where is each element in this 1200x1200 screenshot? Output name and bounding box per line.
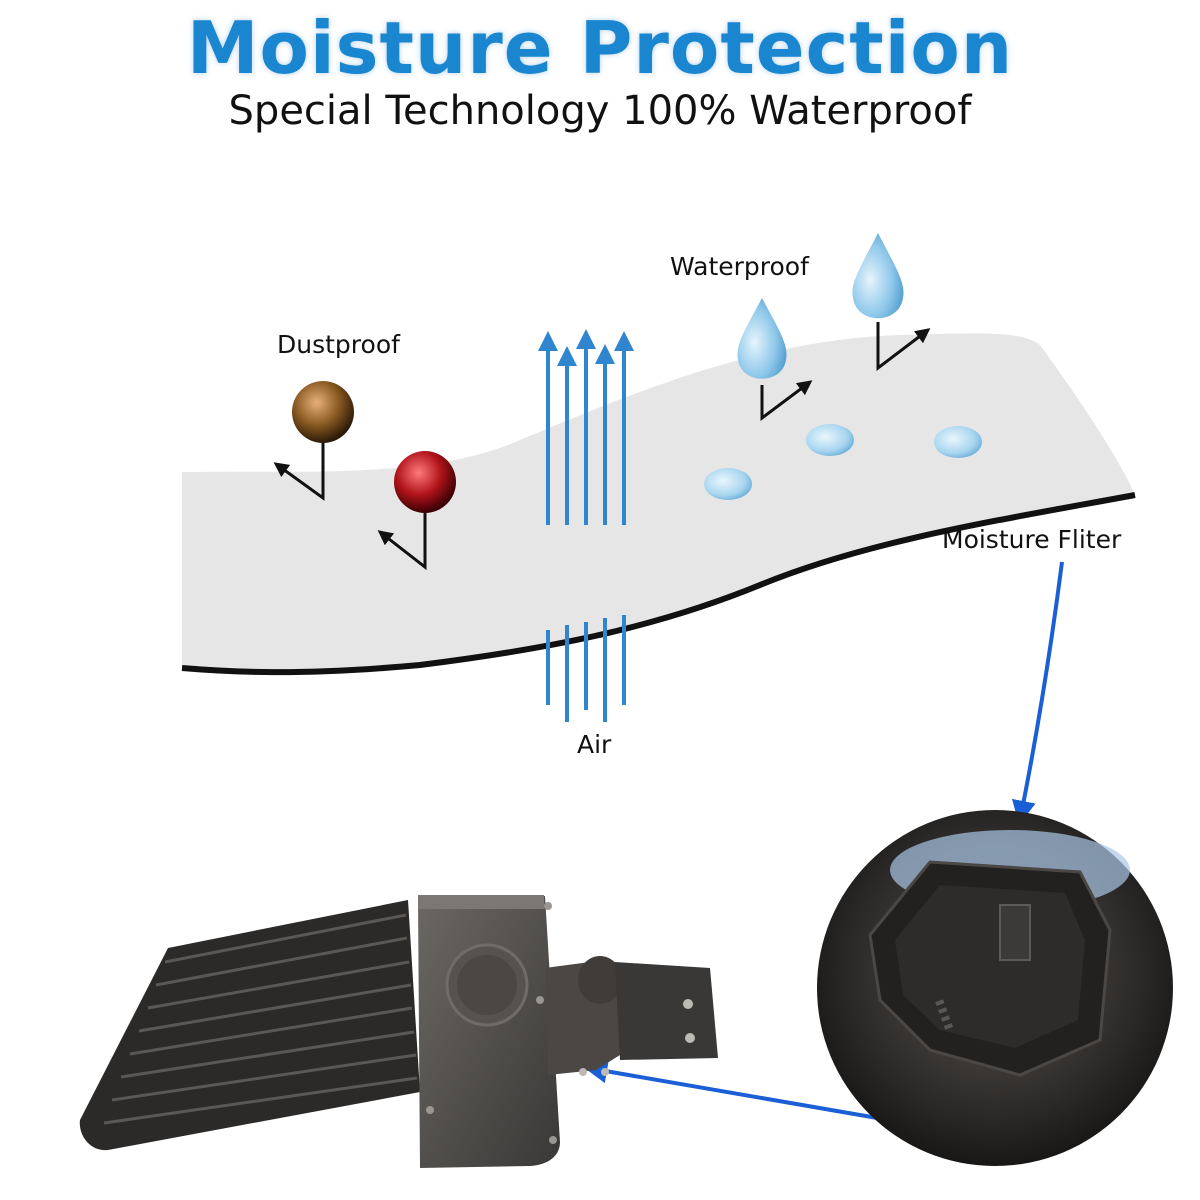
page-title: Moisture Protection xyxy=(186,6,1014,90)
callout-arrow-filter xyxy=(1011,561,1064,825)
label-moisture-filter: Moisture Fliter xyxy=(942,525,1122,554)
deflect-arrow-icon xyxy=(273,443,325,501)
filter-membrane xyxy=(181,333,1136,676)
dust-particle-icon xyxy=(292,381,354,443)
deflect-arrow-icon xyxy=(760,380,813,421)
page-subtitle: Special Technology 100% Waterproof xyxy=(228,88,972,134)
filter-closeup-photo: ▮▮▮▮ xyxy=(817,810,1173,1166)
deflect-arrow-icon xyxy=(876,322,931,372)
dust-particle-icon xyxy=(394,451,456,513)
air-arrows xyxy=(538,329,634,722)
label-air: Air xyxy=(577,730,612,759)
water-bead-icon xyxy=(934,426,982,458)
dust-particles xyxy=(273,381,456,571)
callout-arrow-fixture xyxy=(583,1059,919,1127)
water-drop-icon xyxy=(737,298,787,379)
water-bead-icon xyxy=(806,424,854,456)
water-drop-icon xyxy=(852,233,904,319)
water-drops xyxy=(704,233,982,500)
deflect-arrow-icon xyxy=(377,513,427,571)
label-dustproof: Dustproof xyxy=(277,330,400,359)
water-bead-icon xyxy=(704,468,752,500)
label-waterproof: Waterproof xyxy=(670,252,809,281)
street-light-fixture xyxy=(79,895,718,1168)
